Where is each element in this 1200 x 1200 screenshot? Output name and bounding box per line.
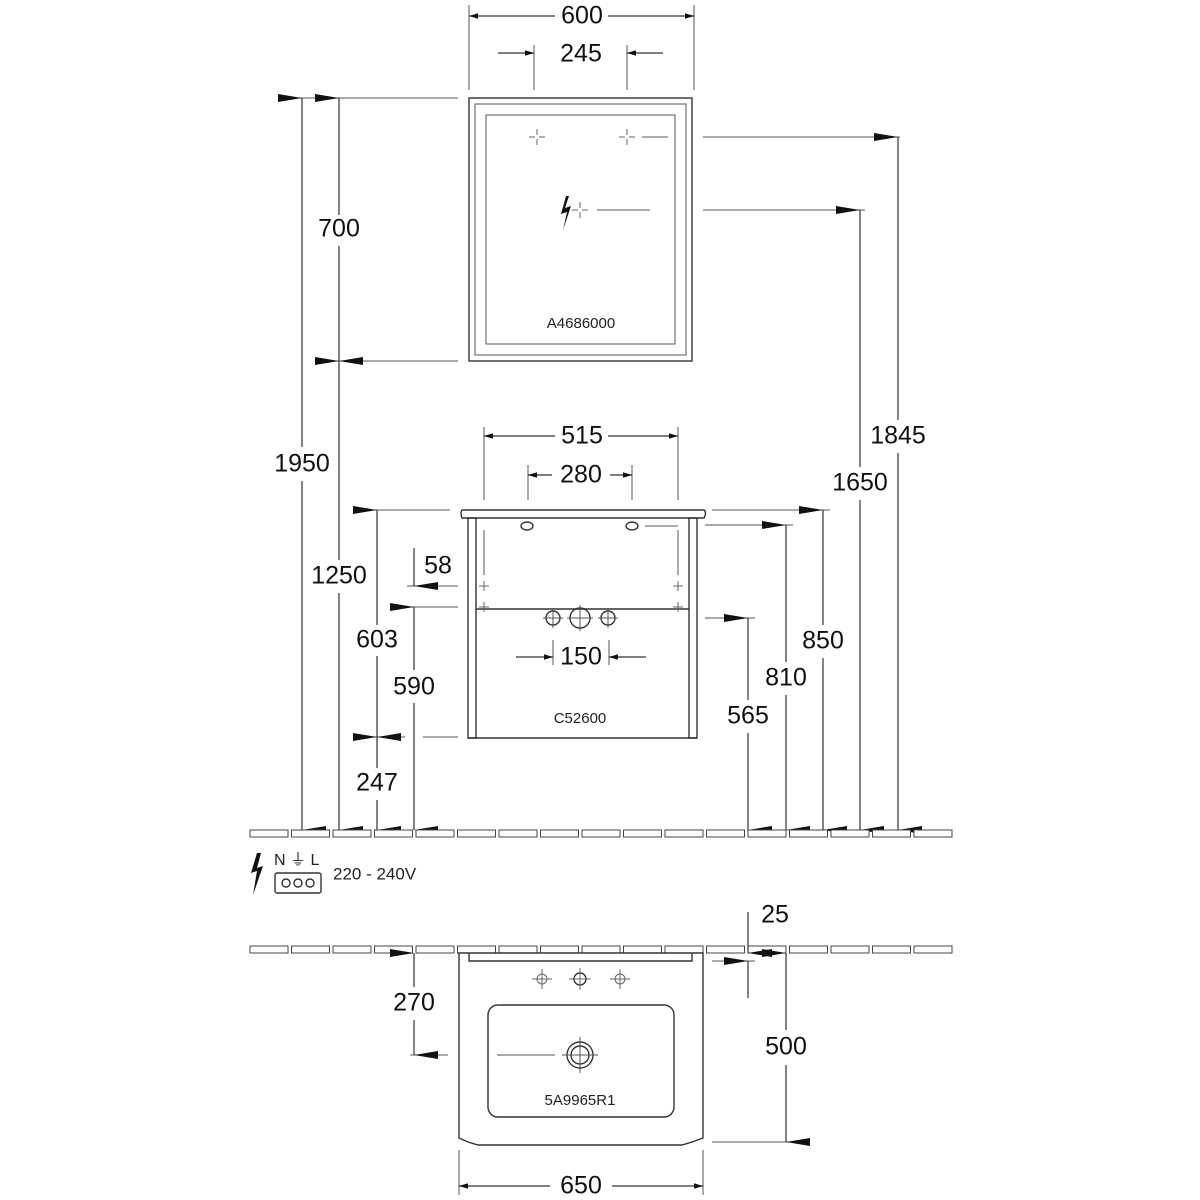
dim-floor-clearance: 247 [356, 769, 398, 797]
tile [789, 945, 828, 954]
dim-rail-height: 590 [393, 673, 435, 701]
tile [291, 829, 330, 838]
tile [789, 829, 828, 838]
dim-waste-depth: 270 [393, 989, 435, 1017]
wall-line [249, 945, 953, 954]
basin-drawing: 5A9965R1 25 270 500 650 [390, 901, 810, 1200]
floor-line [249, 829, 953, 838]
dim-vanity-width: 515 [561, 422, 603, 450]
mirror-model-label: A4686000 [547, 315, 615, 332]
dim-mirror-bottom-height: 1250 [311, 562, 367, 590]
tile [747, 829, 787, 838]
tile [374, 945, 413, 954]
dim-basin-width: 650 [560, 1172, 602, 1200]
tile [498, 945, 538, 954]
mirror-drawing: A4686000 600 245 700 [295, 2, 900, 365]
tile [498, 829, 538, 838]
mirror-power-icon [561, 196, 571, 230]
tile [249, 829, 289, 838]
tile [291, 945, 330, 954]
tile [581, 945, 621, 954]
vanity-hole-left [520, 521, 534, 531]
tile [540, 945, 579, 954]
dim-mirror-top-height: 1950 [274, 450, 330, 478]
dim-basin-depth: 500 [765, 1033, 807, 1061]
tile [623, 945, 662, 954]
tile [623, 829, 662, 838]
tile [249, 945, 289, 954]
basin-tap-holes-icon [532, 968, 630, 990]
tile [913, 829, 953, 838]
basin-model-label: 5A9965R1 [545, 1092, 616, 1109]
tile [830, 945, 870, 954]
dim-vanity-body-height: 603 [356, 626, 398, 654]
dim-mirror-width: 600 [561, 2, 603, 30]
basin-outline [458, 952, 704, 1146]
tile [747, 945, 787, 954]
mirror-mount-hole-left-icon [529, 129, 545, 145]
vanity-countertop [460, 509, 707, 519]
tile [872, 829, 911, 838]
mirror-mid-frame [474, 103, 687, 356]
tile [664, 829, 704, 838]
dim-tap-spacing: 150 [560, 643, 602, 671]
tile [415, 945, 455, 954]
voltage-label: 220 - 240V [333, 864, 417, 883]
terminal-block-icon [274, 872, 322, 894]
vanity-tap-holes-icon [543, 605, 618, 631]
tile [374, 829, 413, 838]
vanity-drawing: C52600 515 280 150 603 247 58 [353, 422, 847, 834]
vanity-hole-right [625, 521, 639, 531]
electrical-legend: N ⏚ L 220 - 240V [251, 851, 417, 895]
tile [581, 829, 621, 838]
tile [706, 829, 745, 838]
tile [457, 829, 496, 838]
lightning-bolt-icon [251, 853, 263, 895]
dim-vanity-hole-spacing: 280 [560, 461, 602, 489]
overall-height-dims: 1950 1250 1650 1845 [274, 94, 926, 834]
dim-vanity-offset: 58 [424, 552, 452, 580]
dim-mirror-height: 700 [318, 215, 360, 243]
terminal-labels: N ⏚ L [274, 851, 319, 869]
tile [415, 829, 455, 838]
tile [706, 945, 745, 954]
mirror-inner-frame [485, 114, 676, 345]
tile [913, 945, 953, 954]
vanity-model-label: C52600 [554, 710, 607, 727]
dim-vanity-top-height: 850 [802, 627, 844, 655]
tile [872, 945, 911, 954]
basin-bowl [487, 1004, 675, 1118]
dim-waste-height: 565 [727, 702, 769, 730]
dim-vanity-body-top: 810 [765, 664, 807, 692]
tile [332, 829, 372, 838]
dim-mirror-hole-height: 1845 [870, 422, 926, 450]
mirror-socket-center-icon [572, 202, 588, 218]
vanity-fix-point-icon [479, 581, 683, 612]
tile [332, 945, 372, 954]
dim-wall-gap: 25 [761, 901, 789, 929]
tile [457, 945, 496, 954]
tile [664, 945, 704, 954]
tile [540, 829, 579, 838]
dim-mirror-hole-spacing: 245 [560, 40, 602, 68]
dim-mirror-socket-height: 1650 [832, 469, 888, 497]
mirror-mount-hole-right-icon [619, 129, 635, 145]
tile [830, 829, 870, 838]
basin-waste-icon [562, 1037, 598, 1073]
mirror-outer-frame [468, 97, 693, 362]
